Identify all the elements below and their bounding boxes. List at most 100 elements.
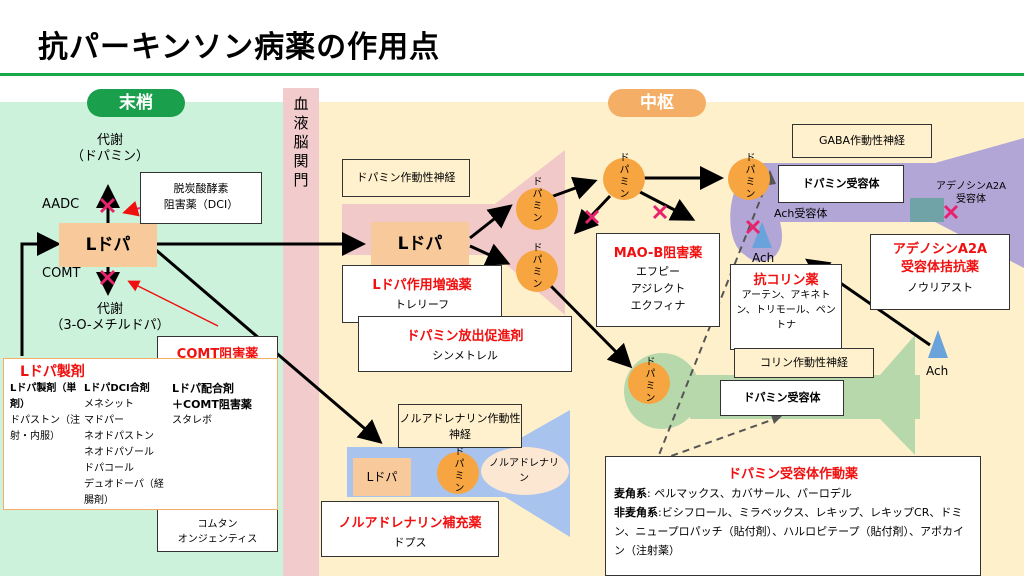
drug-name: スタレボ [172,415,212,426]
dopamine-label-2: ドパミン [530,242,541,290]
dopamine-label-4: ドパミン [743,152,754,200]
ldopa-na: Lドパ [353,458,411,496]
drug-name: ノウリアスト [907,281,973,294]
ach-triangle-right [928,330,948,358]
agonist-title: ドパミン受容体作動薬 [727,467,858,482]
anticholinergic-box: 抗コリン薬 アーテン、アキネトン、トリモール、ペントナ [730,264,842,350]
dopamine-label-3: ドパミン [617,152,628,200]
title-divider [0,73,1024,76]
arrow-maob [639,190,696,221]
peripheral-label: 末梢 [87,89,185,117]
agonist-dashed-line-1 [654,174,771,466]
metabolism-label: 代謝 [96,133,123,148]
arrow-da-release [547,176,598,200]
drug-name: シンメトレル [432,349,498,362]
drug-name: メネシット [84,399,134,410]
dci-box: 脱炭酸酵素 阻害薬（DCI） [140,172,262,224]
comt-inhibitor-drugs: コムタン オンジェンティス [158,517,277,547]
maob-drugs: エフピー アジレクト エクフィナ [597,263,719,314]
drug-name: オンジェンティス [177,534,258,545]
arrow-ldopa-da1 [469,204,513,240]
bbb-char: 液 [293,114,309,132]
dopamine-label-6: ドパミン [452,446,463,494]
na-supplement-box: ノルアドレナリン補充薬 ドプス [321,501,499,557]
arrow-ldopa-da2 [469,243,511,266]
dopamine-neuron-label: ドパミン作動性神経 [342,159,470,197]
ldopa-enhancer-title: Lドパ作用増強薬 [372,278,472,293]
drug-name: エクフィナ [630,299,686,312]
page-title: 抗パーキンソン病薬の作用点 [38,30,441,65]
block-x-ach-receptor [745,219,761,235]
dopamine-label-5: ドパミン [643,356,654,404]
bbb-char: 血 [293,95,309,113]
receptor-name: 受容体 [956,194,986,205]
ldopa-prep-title: Lドパ製剤 [20,364,85,380]
dopamine-agonist-box: ドパミン受容体作動薬 麦角系: ペルマックス、カバサール、パーロデル 非麦角系:… [605,456,981,576]
gaba-neuron-label: GABA作動性神経 [792,124,932,158]
drug-name: ドパストン（注射・内服） [10,415,80,442]
nonergot-row: 非麦角系:ビシフロール、ミラベックス、レキップ、レキップCR、ドミン、ニュープロ… [614,503,972,560]
drug-name: ドプス [393,536,427,549]
bbb-char: 門 [293,171,309,189]
receptor-name: アデノシンA2A [935,181,1007,192]
drug-name: コムタン [197,519,238,530]
bbb-char: 関 [293,152,309,170]
ldopa-prep-col1: Lドパ製剤（単剤） ドパストン（注射・内服） [10,381,82,445]
bbb-label: 血 液 脳 関 門 [283,95,319,190]
drug-name: ドパコール [84,463,134,474]
dopamine-circle-4 [728,158,770,200]
dopamine-release-title: ドパミン放出促進剤 [406,329,524,344]
drug-name: エフピー [636,265,680,278]
maob-title: MAO-B阻害薬 [613,246,703,261]
comt-label: COMT [42,266,81,281]
ergot-label: 麦角系 [614,487,647,500]
ergot-row: 麦角系: ペルマックス、カバサール、パーロデル [614,484,972,503]
metabolism-top: 代謝 （ドパミン） [60,133,160,165]
dopamine-circle-2 [516,250,558,292]
drug-name: アジレクト [630,282,686,295]
noradrenaline-label: ノルアドレナリン [489,458,559,484]
a2a-title-1: アデノシンA2A [892,242,988,257]
blood-brain-barrier-zone [283,88,319,576]
ldopa-enhancer-box: Lドパ作用増強薬 トレリーフ [342,265,502,323]
column-heading: ＋COMT阻害薬 [172,398,252,411]
ldopa-central: Lドパ [371,222,469,266]
arrow-da2-cholin [543,278,633,369]
dopamine-circle-5 [628,362,670,404]
adenosine-receptor-label: アデノシンA2A 受容体 [928,180,1014,206]
dopamine-circle-3 [603,158,645,200]
aadc-label: AADC [42,197,80,212]
central-label: 中枢 [608,89,706,117]
na-neuron-label: ノルアドレナリン作動性神経 [398,404,522,448]
ldopa-prep-col2: LドパDCI合剤 メネシット マドパー ネオドパストン ネオドパゾール ドパコー… [84,381,164,509]
a2a-antagonist-box: アデノシンA2A 受容体拮抗薬 ノウリアスト [870,234,1010,310]
metabolism-bottom: 代謝 （3-O-メチルドパ） [40,302,180,334]
block-x-a2a [943,204,959,220]
metabolism-label: 代謝 [96,302,123,317]
noradrenaline-ellipse [481,447,569,495]
dci-label-1: 脱炭酸酵素 [173,182,229,195]
drug-name: マドパー [84,415,124,426]
drug-name: トレリーフ [394,298,450,311]
nonergot-drugs: :ビシフロール、ミラベックス、レキップ、レキップCR、ドミン、ニュープロパッチ（… [614,506,965,557]
adenosine-receptor-shape [910,198,944,222]
cholinergic-neuron-label: コリン作動性神経 [734,348,874,378]
bbb-char: 脳 [293,133,309,151]
ldopa-prep-col3: Lドパ配合剤 ＋COMT阻害薬 スタレボ [172,381,272,429]
maob-inhibitor-box: MAO-B阻害薬 エフピー アジレクト エクフィナ [596,233,720,327]
ldopa-preparations-box: Lドパ製剤 Lドパ製剤（単剤） ドパストン（注射・内服） LドパDCI合剤 メネ… [3,358,278,510]
drug-name: デュオドーパ（経腸剤） [84,479,164,506]
drug-name: ネオドパゾール [84,447,154,458]
arrow-prep-ldopa [20,232,61,356]
agonist-dashed-line-2 [659,416,781,461]
column-heading: LドパDCI合剤 [84,383,150,394]
ach-triangle-top [752,222,772,248]
ach-receptor-label: Ach受容体 [774,207,828,220]
dopamine-receptor-cholin: ドパミン受容体 [720,380,844,416]
dci-label-2: 阻害薬（DCI） [163,198,239,211]
ldopa-peripheral: Lドパ [59,223,157,267]
a2a-title-2: 受容体拮抗薬 [900,260,979,275]
arrow-comt-inhibitor [127,280,219,327]
block-x-maob [652,204,668,220]
dopamine-receptor-gaba: ドパミン受容体 [778,165,904,203]
